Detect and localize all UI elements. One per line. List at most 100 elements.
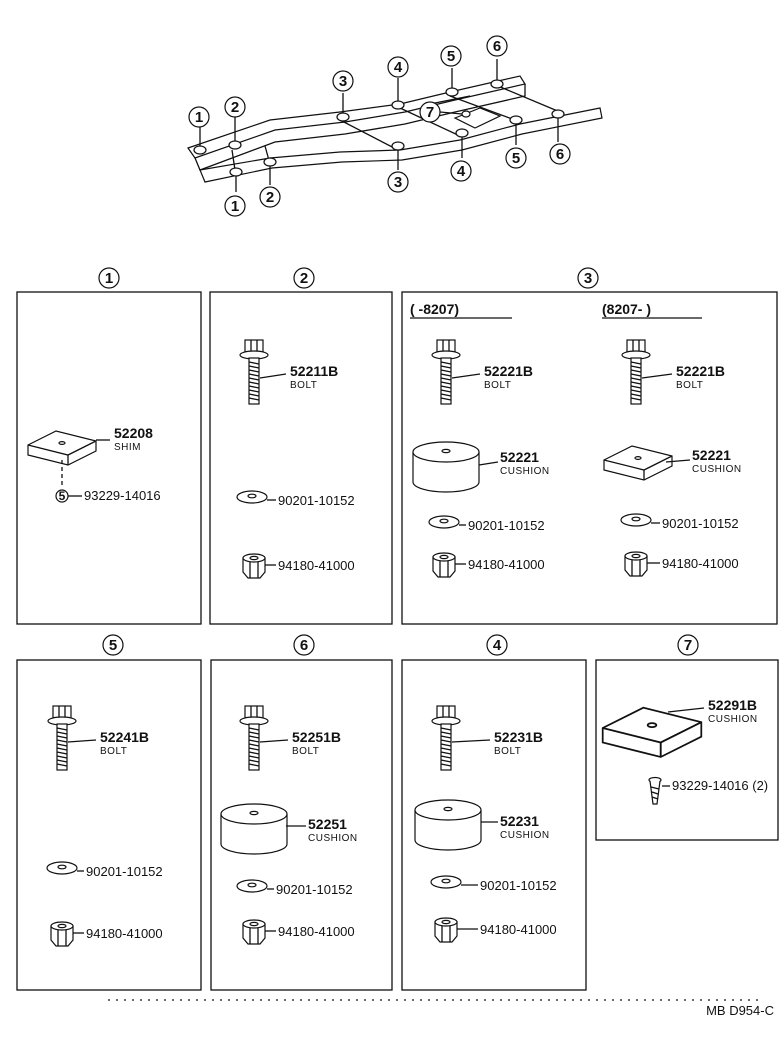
- washer-part-number: 90201-10152: [468, 518, 545, 533]
- svg-text:3: 3: [339, 73, 347, 90]
- panel-2: 2 52211B BOLT 90201-10152 94180-41000: [209, 267, 393, 625]
- washer-icon: [620, 513, 652, 527]
- bolt-part-number: 52251B: [292, 729, 341, 745]
- panel-4: 4 52231B BOLT 52231 CUSHION 90201-10152 …: [401, 634, 587, 991]
- callout-1-top: 1: [188, 106, 210, 128]
- svg-text:6: 6: [493, 38, 501, 55]
- diagram-code: MB D954-C: [706, 1003, 774, 1018]
- panel-5-number: [102, 634, 124, 656]
- nut-part-number: 94180-41000: [278, 924, 355, 939]
- cushion-label: CUSHION: [500, 466, 550, 477]
- cushion-part-number: 52291B: [708, 697, 757, 713]
- nut-icon: [432, 552, 456, 578]
- callout-2-top: 2: [224, 96, 246, 118]
- bolt-label: BOLT: [484, 380, 511, 391]
- cushion-label: CUSHION: [708, 714, 758, 725]
- svg-text:4: 4: [493, 637, 502, 654]
- callout-2-bottom: 2: [259, 186, 281, 208]
- svg-text:1: 1: [231, 198, 239, 215]
- panel-5: 5 52241B BOLT 90201-10152 94180-41000: [16, 634, 202, 991]
- bolt-part-number: 52241B: [100, 729, 149, 745]
- callout-6-bottom: 6: [549, 143, 571, 165]
- bolt-label: BOLT: [676, 380, 703, 391]
- panel-1-number: [98, 267, 120, 289]
- panel-3-box: [401, 291, 778, 625]
- callout-6-top: 6: [486, 35, 508, 57]
- shim-part-number: 52208: [114, 425, 153, 441]
- frame-illustration: [187, 59, 603, 192]
- bolt-part-number: 52221B: [484, 363, 533, 379]
- nut-part-number: 94180-41000: [480, 922, 557, 937]
- svg-text:1: 1: [105, 270, 113, 287]
- large-pad-cushion-icon: [601, 706, 703, 758]
- callout-1-bottom: 1: [224, 195, 246, 217]
- bolt-label: BOLT: [290, 380, 317, 391]
- callout-3-top: 3: [332, 70, 354, 92]
- cushion-part-number: 52251: [308, 816, 347, 832]
- panel-1-box: [16, 291, 202, 625]
- svg-text:3: 3: [584, 270, 592, 287]
- panel-2-box: [209, 291, 393, 625]
- svg-text:2: 2: [231, 99, 239, 116]
- panel-6-number: [293, 634, 315, 656]
- svg-text:7: 7: [426, 104, 434, 121]
- svg-text:6: 6: [556, 146, 564, 163]
- panel-3: 3 ( -8207) 52221B BOLT 52221 CUSHION 902…: [401, 267, 778, 625]
- svg-text:5: 5: [109, 637, 117, 654]
- svg-text:4: 4: [457, 163, 466, 180]
- bolt-part-number: 52231B: [494, 729, 543, 745]
- cushion-label: CUSHION: [692, 464, 742, 475]
- panel-5-box: [16, 659, 202, 991]
- bolt-part-number: 52211B: [290, 363, 338, 379]
- callout-5-bottom: 5: [505, 147, 527, 169]
- washer-part-number: 90201-10152: [278, 493, 355, 508]
- callout-4-top: 4: [387, 56, 409, 78]
- nut-part-number: 94180-41000: [278, 558, 355, 573]
- panel-4-number: [486, 634, 508, 656]
- bolt-icon: [431, 705, 461, 771]
- svg-text:5: 5: [512, 150, 520, 167]
- nut-icon: [242, 553, 266, 579]
- svg-text:7: 7: [684, 637, 692, 654]
- panel-6: 6 52251B BOLT 52251 CUSHION 90201-10152 …: [210, 634, 393, 991]
- panel-7: 7 52291B CUSHION 93229-14016 (2): [595, 634, 779, 841]
- panel-4-box: [401, 659, 587, 991]
- cylinder-cushion-icon: [220, 803, 288, 855]
- washer-part-number: 90201-10152: [86, 864, 163, 879]
- callout-7: 7: [419, 101, 441, 123]
- range-before-8207: ( -8207): [410, 301, 459, 317]
- washer-part-number: 90201-10152: [276, 882, 353, 897]
- bolt-icon: [47, 705, 77, 771]
- nut-icon: [434, 917, 458, 943]
- washer-icon: [236, 879, 268, 893]
- panel-1: 1 52208 SHIM 5 93229-14016: [16, 267, 202, 625]
- callout-3-bottom: 3: [387, 171, 409, 193]
- svg-text:4: 4: [394, 59, 403, 76]
- nut-part-number: 94180-41000: [468, 557, 545, 572]
- cylinder-cushion-icon: [414, 799, 482, 851]
- range-after-8207: (8207- ): [602, 301, 651, 317]
- nut-icon: [50, 921, 74, 947]
- bolt-label: BOLT: [100, 746, 127, 757]
- svg-text:5: 5: [447, 48, 455, 65]
- cylinder-cushion-icon: [412, 441, 480, 493]
- nut-part-number: 94180-41000: [662, 556, 739, 571]
- callout-4-bottom: 4: [450, 160, 472, 182]
- shim-pad: [27, 430, 97, 466]
- washer-icon: [46, 861, 78, 875]
- svg-text:5: 5: [59, 489, 66, 503]
- bolt-label: BOLT: [292, 746, 319, 757]
- panel-7-box: [595, 659, 779, 841]
- svg-text:6: 6: [300, 637, 308, 654]
- cushion-part-number: 52221: [692, 447, 731, 463]
- screw-part-number: 93229-14016: [84, 488, 161, 503]
- cushion-part-number: 52231: [500, 813, 539, 829]
- callout-5-top: 5: [440, 45, 462, 67]
- nut-icon: [242, 919, 266, 945]
- bolt-icon: [431, 339, 461, 405]
- washer-part-number: 90201-10152: [662, 516, 739, 531]
- svg-text:1: 1: [195, 109, 203, 126]
- nut-part-number: 94180-41000: [86, 926, 163, 941]
- cushion-label: CUSHION: [500, 830, 550, 841]
